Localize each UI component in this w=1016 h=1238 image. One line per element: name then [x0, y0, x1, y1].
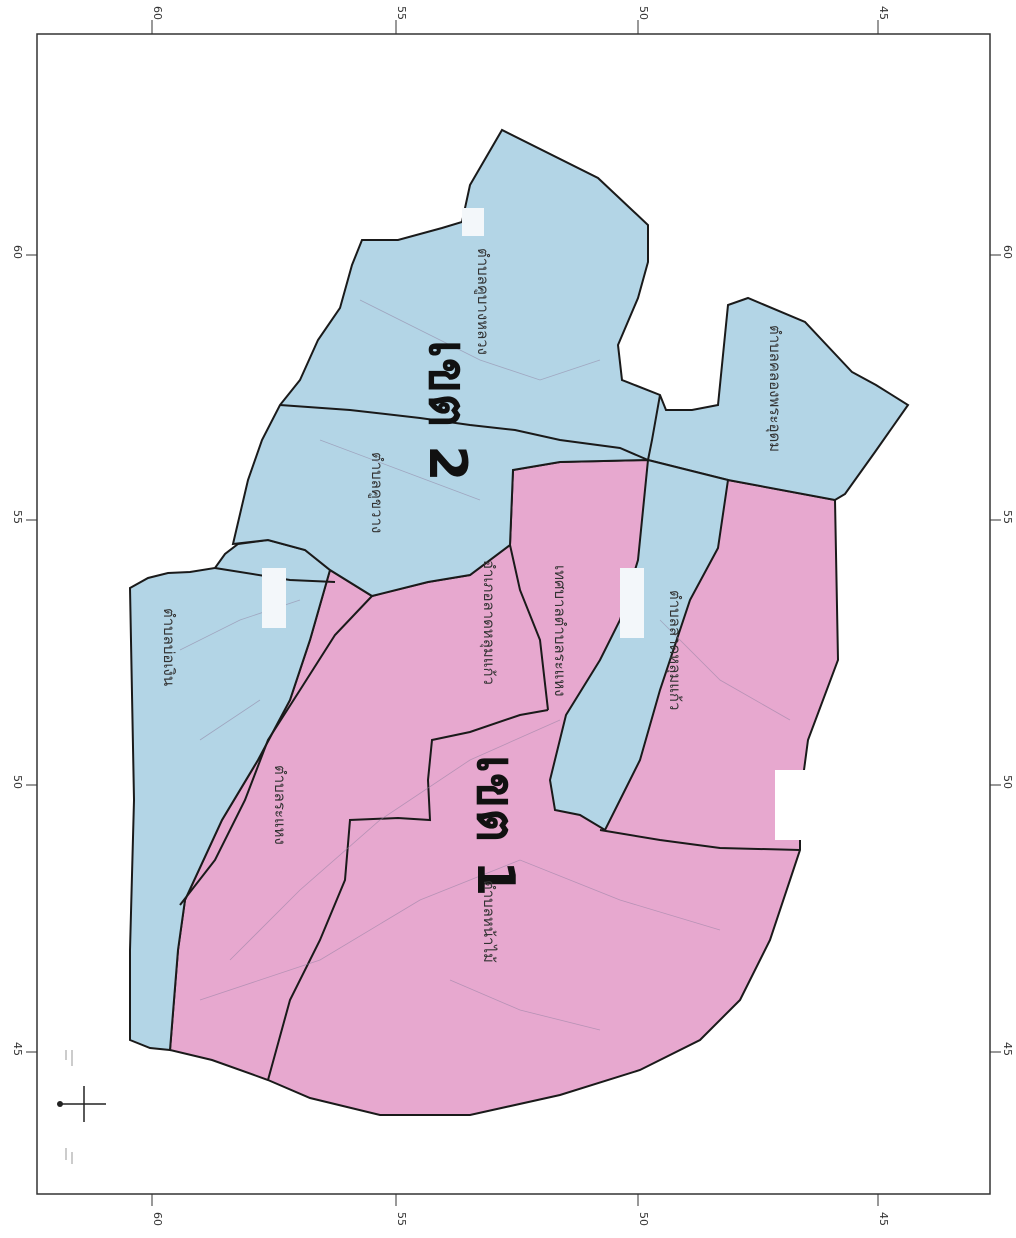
internal-boundaries — [179, 394, 801, 1081]
bottom-tick-label: 55 — [395, 1212, 408, 1226]
left-tick-label: 60 — [11, 245, 24, 259]
label-bang-luang: ตำบลคูบางหลวง — [474, 248, 492, 355]
zone2-label: เขต 2 — [417, 340, 477, 481]
left-tick-label: 50 — [11, 775, 24, 789]
map-patch — [462, 208, 484, 236]
top-axis: 60 55 50 45 — [151, 6, 890, 34]
label-rahaeng: ตำบลระแหง — [271, 765, 289, 845]
label-khlong-phra-udom: ตำบลคลองพระอุดม — [765, 325, 784, 452]
label-bo-ngoen: ตำบลบ่อเงิน — [160, 608, 178, 686]
label-khu-khwang: ตำบลคูขวาง — [368, 452, 386, 533]
top-tick-label: 45 — [877, 6, 890, 20]
right-tick-label: 55 — [1001, 510, 1014, 524]
map-frame — [36, 33, 991, 1195]
bottom-tick-label: 60 — [151, 1212, 164, 1226]
bottom-tick-label: 50 — [637, 1212, 650, 1226]
zone2-area-northwest — [128, 538, 332, 1052]
road-lines — [179, 299, 791, 1031]
left-axis: 60 55 50 45 — [11, 245, 37, 1056]
left-tick-label: 55 — [11, 510, 24, 524]
top-tick-label: 60 — [151, 6, 164, 20]
right-axis: 60 55 50 45 — [990, 245, 1014, 1056]
bottom-axis: 60 55 50 45 — [151, 1194, 890, 1226]
zone1-label: เขต 1 — [465, 755, 525, 896]
label-lat-lum-kaeo-district: อำเภอลาดหลุมแก้ว — [479, 560, 498, 685]
label-na-mai: ตำบลหน้าไม้ — [480, 880, 498, 963]
map-patch — [775, 770, 805, 840]
legend-marks — [65, 1050, 73, 1164]
zone2-area-corridor — [548, 458, 730, 832]
map-patch — [620, 568, 644, 638]
top-tick-label: 50 — [637, 6, 650, 20]
left-tick-label: 45 — [11, 1042, 24, 1056]
right-tick-label: 45 — [1001, 1042, 1014, 1056]
right-tick-label: 60 — [1001, 245, 1014, 259]
label-lat-lum-kaeo: ตำบลลาดหลุมแก้ว — [665, 590, 684, 710]
bottom-tick-label: 45 — [877, 1212, 890, 1226]
north-arrow-icon — [57, 1086, 106, 1122]
label-rahaeng-municipality: เทศบาลตำบลระแหง — [551, 565, 569, 697]
top-tick-label: 55 — [395, 6, 408, 20]
right-tick-label: 50 — [1001, 775, 1014, 789]
map-patch — [262, 568, 286, 628]
zone2-area-north — [231, 128, 910, 598]
